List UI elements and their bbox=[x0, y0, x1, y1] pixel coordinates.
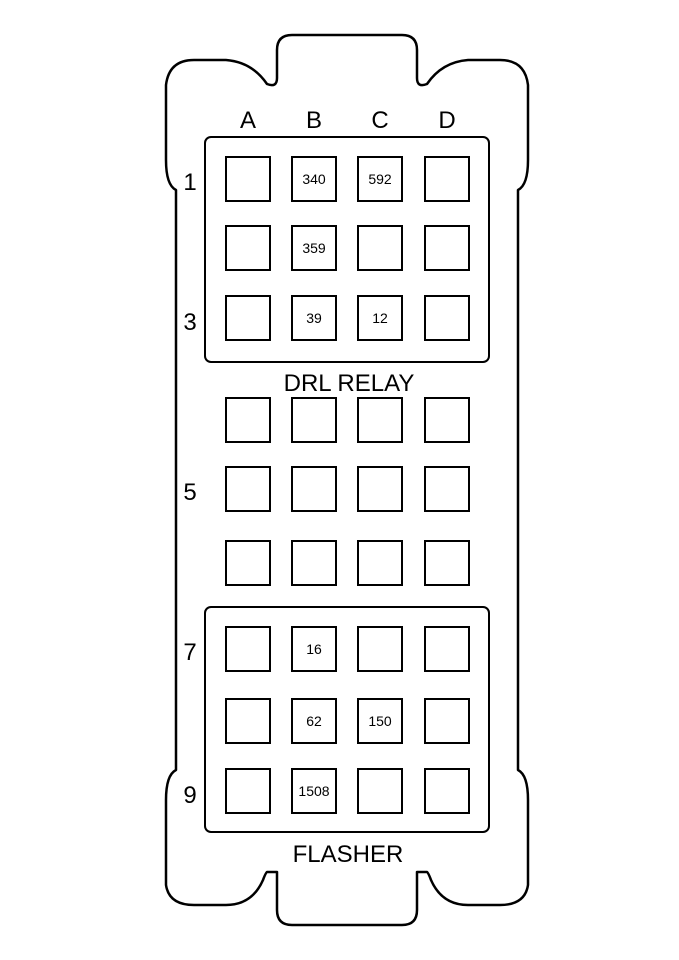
connector-outline bbox=[164, 33, 530, 927]
fuse-cavity bbox=[291, 295, 337, 341]
fuse-cavity bbox=[357, 466, 403, 512]
fuse-cavity bbox=[291, 156, 337, 202]
column-labels: A B C D bbox=[240, 107, 456, 134]
fuse-cavity-label: 150 bbox=[368, 713, 392, 729]
column-label: A bbox=[240, 107, 256, 134]
fuse-cavity-label: 16 bbox=[306, 641, 322, 657]
row-label: 3 bbox=[183, 309, 196, 336]
fuse-cavity bbox=[291, 466, 337, 512]
column-label: C bbox=[371, 107, 388, 134]
fuse-cavity bbox=[357, 225, 403, 271]
flasher-label: FLASHER bbox=[293, 841, 404, 868]
fuse-cavity bbox=[357, 698, 403, 744]
fuse-cavity-label: 592 bbox=[368, 171, 392, 187]
fuse-cavity bbox=[291, 768, 337, 814]
fuse-cavity bbox=[357, 156, 403, 202]
fuse-cavity bbox=[225, 156, 271, 202]
fuse-cavity bbox=[225, 466, 271, 512]
fuse-cavity bbox=[225, 626, 271, 672]
column-label: B bbox=[306, 107, 322, 134]
fuse-cavity-label: 340 bbox=[302, 171, 326, 187]
fuse-cavity-label: 39 bbox=[306, 310, 322, 326]
drl-relay-label: DRL RELAY bbox=[284, 370, 415, 397]
fuse-cavity bbox=[424, 768, 470, 814]
fuse-cavity bbox=[291, 626, 337, 672]
fuse-cavity bbox=[225, 768, 271, 814]
row-label: 7 bbox=[183, 639, 196, 666]
fuse-cavity bbox=[225, 540, 271, 586]
fuse-cavity bbox=[225, 295, 271, 341]
flasher-box bbox=[204, 606, 490, 833]
row-label: 9 bbox=[183, 782, 196, 809]
drl-relay-box bbox=[204, 136, 490, 363]
fuse-cavity-label: 62 bbox=[306, 713, 322, 729]
fuse-cavity bbox=[225, 698, 271, 744]
fuse-cavity bbox=[424, 295, 470, 341]
fuse-cavity bbox=[291, 540, 337, 586]
row-labels: 1 3 5 7 9 bbox=[183, 169, 196, 809]
fuse-cavity bbox=[357, 540, 403, 586]
fuse-cavity-label: 1508 bbox=[298, 783, 329, 799]
fuse-cavity-label: 359 bbox=[302, 240, 326, 256]
fuse-cavity bbox=[424, 540, 470, 586]
fuse-cavity bbox=[357, 768, 403, 814]
fuse-cell-grid: 340 592 359 39 12 16 62 150 1508 bbox=[225, 156, 470, 814]
row-label: 1 bbox=[183, 169, 196, 196]
fuse-cavity bbox=[291, 698, 337, 744]
fuse-cavity bbox=[225, 225, 271, 271]
row-label: 5 bbox=[183, 479, 196, 506]
fuse-cavity bbox=[424, 698, 470, 744]
fuse-cavity bbox=[291, 225, 337, 271]
fuse-cavity bbox=[291, 397, 337, 443]
fuse-cavity bbox=[357, 397, 403, 443]
fuse-cavity-label: 12 bbox=[372, 310, 388, 326]
fuse-cavity bbox=[357, 295, 403, 341]
fuse-cavity bbox=[424, 626, 470, 672]
column-label: D bbox=[438, 107, 455, 134]
fuse-cavity bbox=[424, 225, 470, 271]
fuse-cavity bbox=[357, 626, 403, 672]
fuse-cavity bbox=[424, 156, 470, 202]
fuse-cavity bbox=[424, 397, 470, 443]
fuse-cavity bbox=[225, 397, 271, 443]
fuse-cavity bbox=[424, 466, 470, 512]
